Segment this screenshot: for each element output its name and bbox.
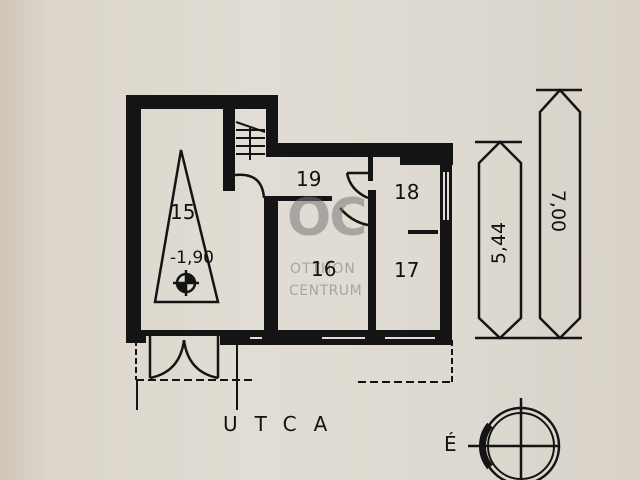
room-label-17: 17	[394, 258, 420, 282]
watermark-logo: OC	[287, 188, 367, 248]
wall	[126, 95, 141, 343]
watermark-line1: OTTHON	[290, 261, 356, 277]
street-label: UTCA	[223, 412, 345, 436]
dimension-label-5-44: 5,44	[488, 221, 511, 265]
watermark-line2: CENTRUM	[289, 283, 363, 299]
north-label: É	[444, 432, 457, 456]
dimension-label-7-00: 7,00	[547, 189, 570, 233]
dimension-5-44	[475, 140, 582, 340]
room-label-18: 18	[394, 180, 420, 204]
level-note: -1,90	[170, 248, 214, 268]
room-label-19: 19	[296, 167, 322, 191]
north-compass-icon	[468, 398, 561, 480]
triangle-marker	[153, 149, 220, 304]
dimension-7-00	[536, 88, 582, 340]
room-label-16: 16	[311, 257, 337, 281]
room-label-15: 15	[170, 200, 196, 224]
